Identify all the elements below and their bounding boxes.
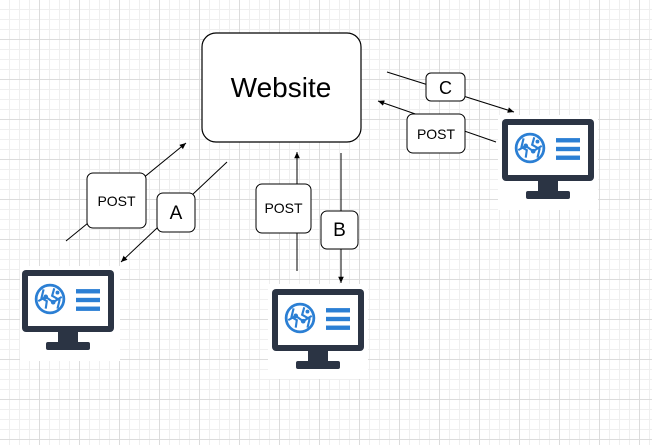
label-a-text: A	[170, 203, 183, 224]
client-computer-right	[498, 115, 598, 210]
list-lines-icon	[326, 308, 350, 330]
label-a: A	[156, 192, 196, 233]
label-post-right-text: POST	[417, 126, 456, 142]
client-computer-left	[20, 266, 120, 361]
website-node: Website	[201, 32, 362, 143]
list-lines-icon	[76, 289, 100, 311]
client-computer-middle	[268, 284, 368, 379]
label-b: B	[320, 210, 359, 250]
label-c-text: C	[439, 78, 452, 98]
label-c: C	[425, 72, 466, 102]
label-post-middle: POST	[255, 183, 312, 234]
label-post-left: POST	[86, 172, 147, 229]
label-b-text: B	[333, 220, 346, 241]
label-post-middle-text: POST	[264, 200, 303, 216]
list-lines-icon	[556, 138, 580, 160]
label-post-left-text: POST	[97, 193, 136, 209]
website-label: Website	[231, 72, 332, 103]
label-post-right: POST	[406, 113, 466, 154]
